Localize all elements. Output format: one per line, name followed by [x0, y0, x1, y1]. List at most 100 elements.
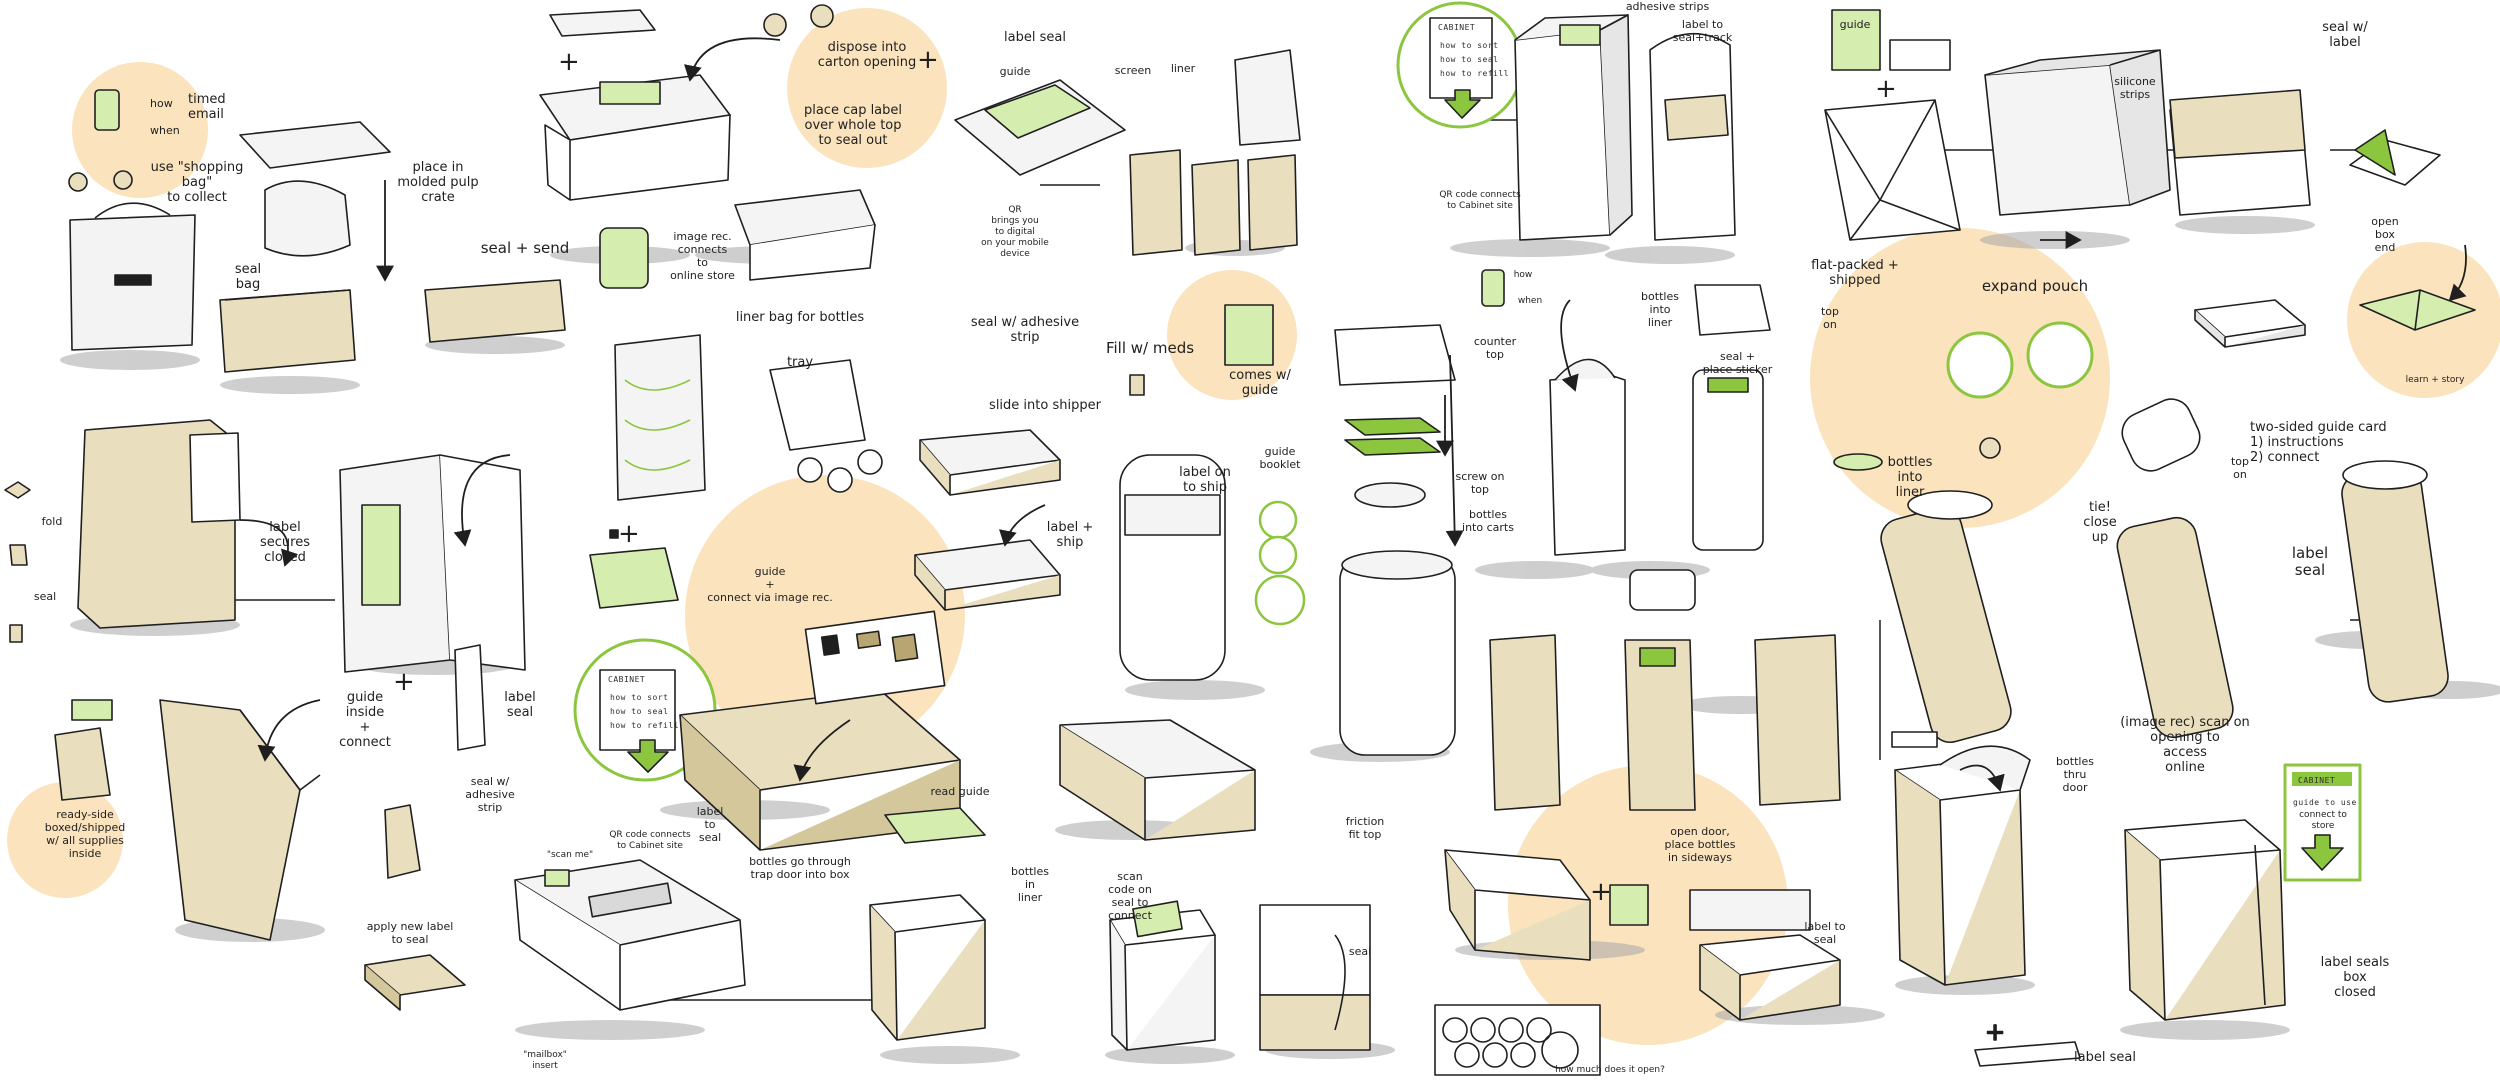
guide-sheet: [599, 669, 676, 751]
note-learn-story: learn + story: [2405, 375, 2465, 385]
note-qr: QR brings you to digital on your mobile …: [981, 205, 1049, 259]
note-timed-email: timed email: [188, 92, 226, 122]
lid-box: [1694, 284, 1771, 336]
card-brand: CABINET: [1438, 23, 1475, 32]
note-when: when: [150, 124, 180, 137]
note-qr-connect-1: QR code connects to Cabinet site: [1439, 190, 1521, 211]
arrow: [453, 454, 511, 547]
stack-jar: [1339, 554, 1456, 756]
arrow: [1445, 354, 1464, 547]
open-door-concept: [1434, 849, 1841, 1076]
note-scan-me: "scan me": [546, 850, 594, 860]
mini-card: [1889, 39, 1951, 71]
small-square-cap: [1629, 569, 1696, 611]
note-silicone-strips: silicone strips: [2114, 75, 2156, 101]
shadow: [1475, 561, 1595, 579]
note-place-cap: place cap label over whole top to seal o…: [803, 103, 903, 148]
card-step: how to seal: [610, 707, 668, 716]
tube-cap: [2121, 398, 2201, 472]
plus-signs: + + + + + +: [393, 45, 1897, 907]
liner-canister: [1549, 374, 1626, 556]
tie-tube: [2116, 516, 2234, 739]
note-bottles-door: bottles thru door: [2056, 755, 2094, 794]
note-seal-2: seal: [1348, 945, 1372, 958]
note-open-box-end: open box end: [2371, 215, 2399, 254]
arrow: [1959, 764, 2005, 792]
note-seal-1: seal: [33, 590, 57, 603]
note-read-guide: read guide: [930, 785, 990, 798]
shadow: [220, 376, 360, 394]
slim-label-card: [454, 644, 486, 751]
guide-card-top: [1831, 9, 1881, 71]
note-label-secures: label secures closed: [260, 520, 310, 565]
pill-bottle: [68, 172, 88, 192]
pulp-crate: [219, 289, 356, 373]
note-how-much: how much does it open?: [1555, 1065, 1665, 1075]
card-texts: CABINET how to sort how to seal how to r…: [608, 23, 2356, 807]
plus-sign: +: [1985, 1018, 2005, 1046]
card-step: how to sort: [610, 693, 668, 702]
green-sticker: [1707, 377, 1749, 393]
note-guide-inside: guide inside + connect: [339, 690, 391, 750]
final-box-concept: +: [1891, 731, 2362, 1067]
shadow: [1125, 680, 1265, 700]
note-label-seal-4: label seal: [2074, 1050, 2136, 1065]
label-tube: [2341, 467, 2449, 703]
floor-shadows: [60, 216, 2500, 1064]
tray: [769, 359, 866, 451]
note-label-seal-3: label seal: [2291, 544, 2329, 579]
arrows: [239, 37, 2467, 792]
flat-pack-concept: [1824, 9, 2476, 348]
note-mailbox-insert: "mailbox" insert: [523, 1050, 567, 1071]
shadow: [2120, 1020, 2290, 1040]
shadow: [2175, 216, 2315, 234]
note-guide-connect: guide + connect via image rec.: [707, 565, 833, 604]
stack-lid: [1334, 324, 1456, 386]
cylinder-concept: [1119, 273, 1456, 756]
cabinet-tag: [1891, 731, 1938, 748]
guide-disc: [1946, 331, 2014, 399]
note-scan-open: (image rec) scan on opening to access on…: [2120, 715, 2250, 775]
arrow: [257, 699, 321, 762]
plus-sign: +: [1875, 74, 1897, 104]
note-label-track: label to seal+track: [1672, 18, 1733, 44]
note-label-seal-1: label seal: [1004, 30, 1066, 45]
arrow: [793, 719, 851, 782]
screw-cap: [1354, 482, 1426, 508]
pill-bottle: [113, 170, 133, 190]
note-guide-booklet: guide booklet: [1259, 445, 1301, 471]
arrow: [999, 504, 1046, 547]
mailbox-slot: [588, 882, 672, 918]
note-how-2: how: [1513, 270, 1533, 280]
green-cap: [1639, 647, 1676, 667]
box-flap: [1664, 94, 1729, 141]
note-label-to-seal-2: label to seal: [1804, 920, 1846, 946]
pill-bottle: [810, 4, 834, 28]
note-screen: screen: [1114, 64, 1152, 77]
note-seal-adhesive: seal w/ adhesive strip: [970, 315, 1080, 345]
liner-shipper-concept: [589, 334, 1061, 611]
note-ready-side: ready-side boxed/shipped w/ all supplies…: [44, 808, 126, 860]
note-expand-pouch: expand pouch: [1981, 277, 2089, 295]
note-slide-shipper: slide into shipper: [989, 398, 1101, 413]
scan-me-tag: [544, 869, 570, 887]
carton-window: [599, 81, 661, 105]
note-qr-connect-2: QR code connects to Cabinet site: [609, 830, 691, 851]
note-label-seal-2: label seal: [504, 690, 536, 720]
note-liner: liner: [1170, 62, 1196, 75]
pill-bottle: [797, 457, 823, 483]
guide-disc: [2026, 321, 2094, 389]
note-shopping-bag: use "shopping bag" to collect: [150, 160, 244, 205]
phone-image-rec: [599, 227, 649, 289]
note-seal-bag: seal bag: [234, 262, 262, 292]
flat-box: [364, 954, 466, 996]
plus-sign: +: [558, 47, 580, 77]
note-seal-strip: seal w/ adhesive strip: [465, 775, 515, 814]
green-disc: [1344, 437, 1441, 456]
note-adhesive: adhesive strips: [1625, 0, 1710, 13]
phone-how-when: [1481, 269, 1505, 307]
tall-pack: [159, 699, 301, 941]
cylinder-pouch-concept: [1833, 321, 2449, 743]
mailbox-concept: [514, 807, 986, 1041]
arrow: [1560, 299, 1579, 392]
